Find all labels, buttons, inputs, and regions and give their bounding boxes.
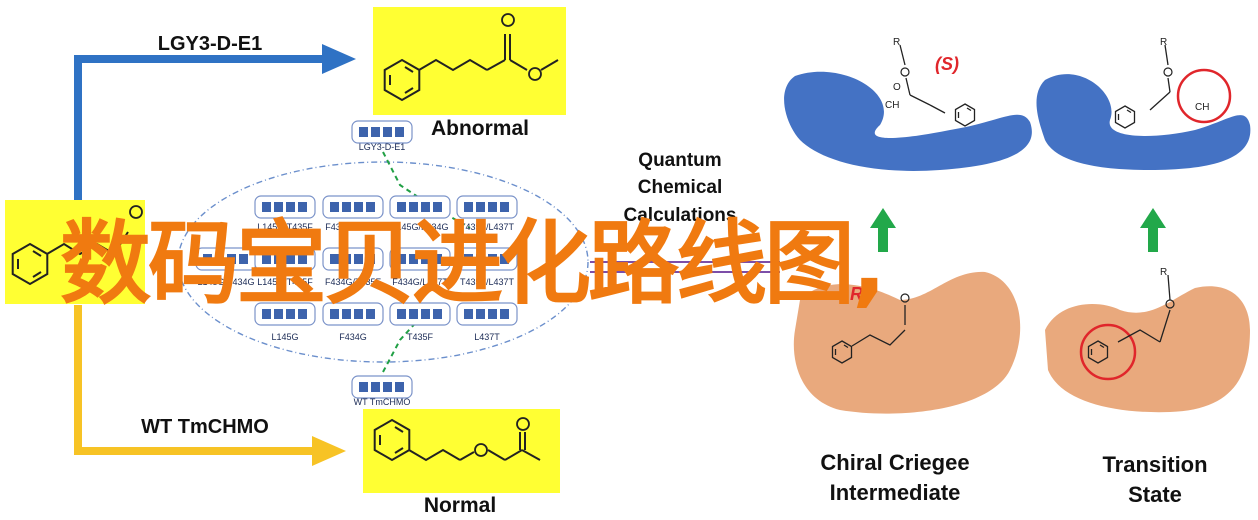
lib-r1-c1: L145G/T435F <box>257 222 313 232</box>
abnormal-label: Abnormal <box>430 117 529 140</box>
lib-r2-c3: F434G/T435F <box>325 277 382 287</box>
normal-product-box <box>363 409 560 493</box>
chiral-line-1: Chiral Criegee <box>820 450 970 475</box>
lib-r2-c1: L145G/F434G <box>197 277 254 287</box>
lib-r2-c4: F434G/L437T <box>392 277 448 287</box>
mutant-library <box>177 120 589 399</box>
purple-connector-arrows <box>590 261 780 273</box>
lgy-arrow-label: LGY3-D-E1 <box>157 33 263 55</box>
transition-line-2: State <box>1128 482 1182 507</box>
lib-r3-c2: F434G <box>339 332 367 342</box>
r-config-label: R) <box>850 284 869 304</box>
transition-line-1: Transition <box>1102 452 1208 477</box>
chiral-line-2: Intermediate <box>829 480 961 505</box>
svg-text:R: R <box>1160 37 1167 48</box>
svg-text:CH: CH <box>1195 102 1209 113</box>
lib-r2-c5: T435F/L437T <box>460 277 515 287</box>
orange-pocket-ts: R <box>1045 267 1250 413</box>
lib-r1-c2: F434G/L437T <box>325 222 381 232</box>
lib-bottom-label: WT TmCHMO <box>354 397 411 407</box>
s-config-label: (S) <box>935 54 959 74</box>
green-up-arrow-left <box>870 208 896 252</box>
quantum-line-3: Calculations <box>623 205 737 226</box>
lib-top-label: LGY3-D-E1 <box>359 142 406 152</box>
substrate-box <box>5 200 145 304</box>
normal-label: Normal <box>423 494 497 517</box>
svg-text:O: O <box>893 82 901 93</box>
green-up-arrow-right <box>1140 208 1166 252</box>
quantum-line-2: Chemical <box>637 177 723 198</box>
svg-text:R: R <box>893 37 900 48</box>
svg-text:R: R <box>1160 267 1167 278</box>
blue-pocket-s: R CH O <box>784 37 1032 171</box>
quantum-line-1: Quantum <box>638 150 722 171</box>
lib-r3-c1: L145G <box>271 332 298 342</box>
lib-r1-c3: L145G/F434G <box>391 222 448 232</box>
yellow-pathway-arrow <box>74 305 346 466</box>
lib-r3-c4: L437T <box>474 332 500 342</box>
blue-pocket-ts: R CH <box>1036 37 1251 170</box>
blue-pathway-arrow <box>74 44 356 205</box>
abnormal-product-box <box>373 7 566 115</box>
lib-r1-c4: T435F/L437T <box>460 222 515 232</box>
lib-r2-c2: L145G/T435F <box>257 277 313 287</box>
overlay-title: 数码宝贝进化路线图, <box>60 212 887 317</box>
wt-arrow-label: WT TmCHMO <box>141 416 269 438</box>
lib-r3-c3: T435F <box>407 332 434 342</box>
orange-pocket-r <box>793 271 1021 414</box>
svg-text:CH: CH <box>885 100 899 111</box>
